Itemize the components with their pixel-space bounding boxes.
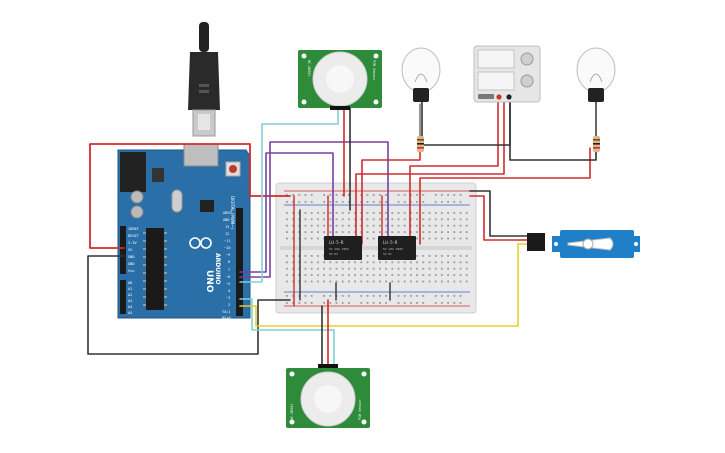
digital-pin-1: TX▸1 [222, 310, 231, 314]
resistor-left[interactable] [417, 136, 424, 152]
usb-cable[interactable] [188, 22, 220, 137]
power-supply[interactable] [473, 45, 541, 103]
wire-lamp-left-red[interactable] [361, 147, 421, 245]
digital-pin-4: 4 [228, 289, 230, 293]
analog-pin-a4: A4 [128, 305, 132, 309]
breadboard-holes[interactable] [286, 194, 468, 304]
arduino-uno-board[interactable]: ARDUINO UNO DIGITAL (PWM~) IOREF RESET 3… [117, 143, 251, 320]
pir-bottom-left-text: HC-SR501 [290, 404, 294, 420]
pir-top-right-text: PIR Sensor [372, 60, 376, 80]
digital-pin-7: 7 [228, 268, 230, 272]
digital-pin-0: RX◂0 [222, 316, 231, 320]
power-pin-gnd2: GND [128, 262, 135, 266]
analog-pin-a1: A1 [128, 287, 132, 291]
arduino-logo-icon [189, 237, 212, 249]
digital-pin-gnd: GND [223, 218, 230, 222]
digital-pin-10: ~10 [224, 246, 231, 250]
analog-pin-a0: A0 [128, 281, 132, 285]
light-bulb-left[interactable] [401, 47, 441, 102]
power-pin-vin: Vin [128, 269, 135, 273]
power-pin-reset: RESET [128, 234, 140, 238]
digital-header-top[interactable] [236, 208, 243, 268]
digital-header-bottom[interactable] [236, 266, 243, 316]
resistor-right[interactable] [593, 136, 600, 152]
analog-pin-a3: A3 [128, 299, 132, 303]
digital-pin-12: 12 [225, 232, 229, 236]
wire-gnd-black[interactable] [87, 255, 291, 355]
power-pin-3v3: 3.3V [128, 241, 137, 245]
wire-relay2-red-lamp[interactable] [409, 99, 499, 245]
digital-pin-2: 2 [228, 303, 230, 307]
arduino-brand-label: ARDUINO [214, 253, 221, 284]
power-supply-display-top [477, 49, 515, 69]
wire-lamp-left-black[interactable] [421, 99, 511, 146]
relay-left-line2: 5V 10A 250V [329, 247, 349, 251]
power-pin-gnd1: GND [128, 255, 135, 259]
digital-label: DIGITAL (PWM~) [230, 196, 235, 230]
wire-servo-red[interactable] [469, 195, 531, 241]
relay-right-line1: LU-5-R [383, 240, 398, 245]
wire-lamp-right-black[interactable] [509, 99, 597, 161]
current-knob-icon[interactable] [520, 74, 534, 88]
power-supply-display-bottom [477, 71, 515, 91]
power-pin-ioref: IOREF [128, 227, 139, 231]
wire-servo-black[interactable] [469, 190, 531, 237]
light-bulb-right[interactable] [576, 47, 616, 102]
wire-lamp-right-red[interactable] [419, 147, 591, 245]
digital-pin-aref: AREF [223, 211, 232, 215]
power-header[interactable] [120, 226, 126, 274]
breadboard[interactable] [275, 182, 477, 314]
digital-pin-8: 8 [228, 260, 230, 264]
power-pin-5v: 5V [128, 248, 133, 252]
pir-sensor-bottom[interactable]: HC-SR501 PIR Sensor [286, 364, 370, 428]
analog-pin-a2: A2 [128, 293, 132, 297]
digital-pin-11: ~11 [224, 239, 231, 243]
relay-right-line2: 5V 10A 250V [383, 247, 403, 251]
pir-bottom-right-text: PIR Sensor [358, 400, 362, 420]
voltage-knob-icon[interactable] [520, 52, 534, 66]
wire-signal-purple-1[interactable] [239, 152, 334, 273]
arduino-model-label: UNO [204, 270, 214, 293]
digital-pin-13: 13 [225, 225, 229, 229]
digital-pin-5: ~5 [226, 282, 230, 286]
wire-relay1-red-lamp[interactable] [355, 99, 505, 245]
pir-top-left-text: HC-SR501 [307, 60, 311, 76]
digital-pin-3: ~3 [226, 296, 230, 300]
digital-pin-6: ~6 [226, 275, 230, 279]
relay-right-line3: 5V DC [383, 252, 392, 256]
wire-servo-yellow[interactable] [239, 243, 531, 327]
wire-signal-purple-2[interactable] [239, 141, 389, 278]
micro-servo[interactable] [527, 230, 640, 258]
pir-sensor-top[interactable]: HC-SR501 PIR Sensor [298, 50, 382, 110]
relay-left-line1: LU-5-R [329, 240, 344, 245]
relay-left[interactable]: LU-5-R 5V 10A 250V 5V DC [324, 236, 362, 260]
digital-pin-9: ~9 [226, 253, 230, 257]
analog-header[interactable] [120, 280, 126, 314]
relay-right[interactable]: LU-5-R 5V 10A 250V 5V DC [378, 236, 416, 260]
wire-5v-red[interactable] [89, 143, 291, 249]
wire-pir-bottom-cyan[interactable] [239, 298, 335, 367]
relay-left-line3: 5V DC [329, 252, 338, 256]
analog-pin-a5: A5 [128, 311, 132, 315]
wire-pir-top-cyan[interactable] [239, 107, 339, 283]
